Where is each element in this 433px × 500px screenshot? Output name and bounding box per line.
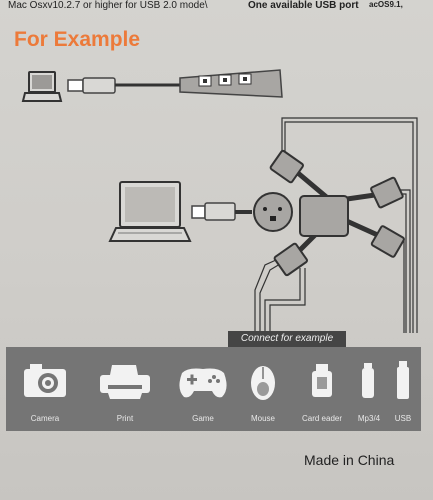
card-reader-icon [312, 364, 332, 397]
device-label: Mouse [250, 414, 275, 423]
device-label: Camera [30, 414, 60, 423]
device-mp3: Mp3/4 [346, 347, 392, 431]
os-requirement-text: Mac Osxv10.2.7 or higher for USB 2.0 mod… [8, 0, 208, 11]
device-label: Print [116, 414, 134, 423]
device-label: Game [192, 414, 214, 423]
usb-port-requirement-text: One available USB port [248, 0, 359, 11]
device-strip: Camera Print Game [6, 347, 421, 431]
made-in-text: Made in China [304, 452, 395, 468]
device-label: USB [394, 414, 412, 423]
device-label: Mp3/4 [357, 414, 381, 423]
device-mouse: Mouse [228, 347, 298, 431]
mp3-player-icon [362, 363, 374, 398]
laptop-large-icon [108, 181, 192, 242]
device-game: Game [168, 347, 238, 431]
device-camera: Camera [10, 347, 80, 431]
usb-drive-icon [397, 361, 409, 399]
camera-icon [24, 364, 66, 397]
device-label: Card eader [301, 414, 343, 423]
mouse-icon [251, 366, 275, 400]
gamepad-icon [179, 368, 227, 398]
device-usb: USB [386, 347, 420, 431]
usb-plug-large-icon [191, 202, 252, 221]
device-print: Print [90, 347, 160, 431]
connect-example-label: Connect for example [228, 331, 346, 347]
os-version-fragment: acOS9.1, [369, 0, 403, 9]
usb-plug-small-icon [67, 69, 283, 98]
section-title: For Example [14, 28, 141, 51]
usb-hub-figure [253, 149, 405, 277]
device-card-reader: Card eader [292, 347, 352, 431]
laptop-small-icon [21, 71, 63, 102]
printer-icon [100, 365, 150, 399]
